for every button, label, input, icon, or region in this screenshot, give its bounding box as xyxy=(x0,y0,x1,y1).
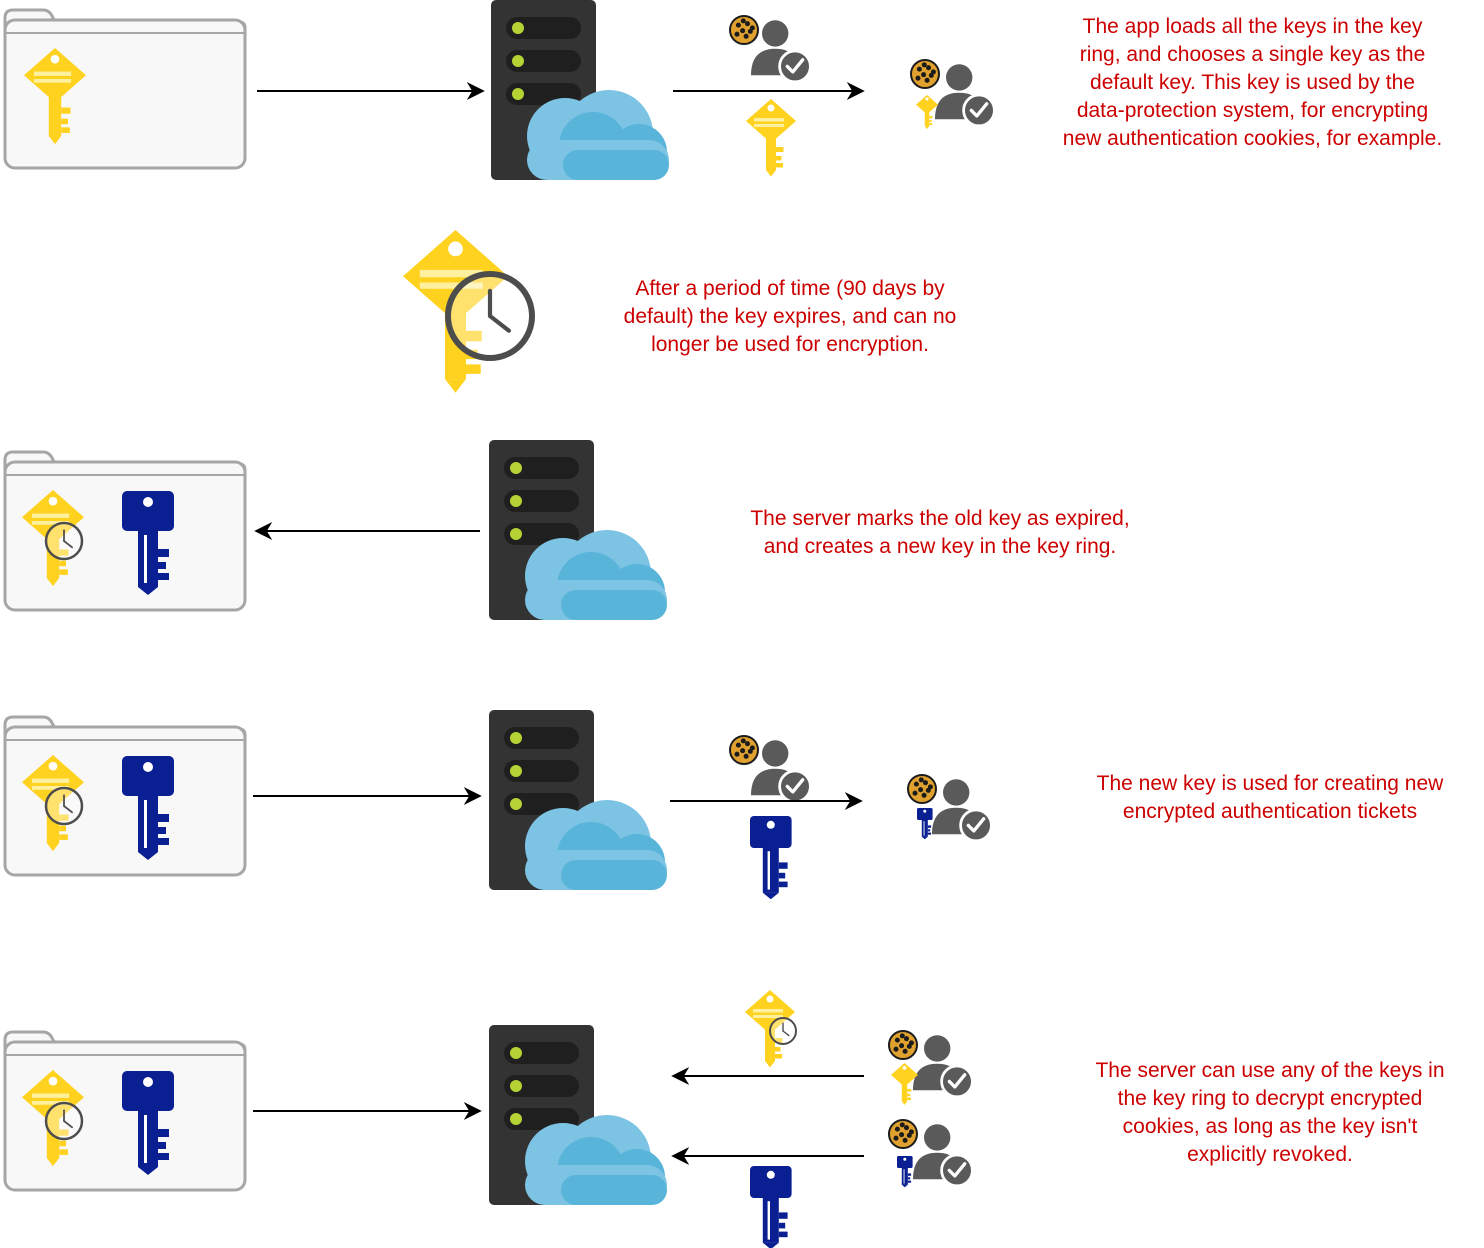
key-icon xyxy=(750,1166,792,1248)
cloud-icon xyxy=(525,530,667,620)
annotation-step4: The new key is used for creating new enc… xyxy=(1096,772,1444,823)
cookie-icon xyxy=(907,774,937,804)
user-check-icon xyxy=(913,1035,974,1099)
clock-icon xyxy=(44,521,84,561)
cookie-icon xyxy=(729,735,759,765)
clock-icon xyxy=(769,1017,797,1045)
key-icon xyxy=(24,48,86,145)
annotation-step3: The server marks the old key as expired,… xyxy=(750,507,1130,558)
key-icon xyxy=(746,99,796,177)
server-slot xyxy=(506,17,581,39)
server-led xyxy=(510,732,522,744)
annotation-step5: The server can use any of the keys in th… xyxy=(1095,1059,1445,1166)
key-icon xyxy=(897,1156,913,1188)
folder-icon xyxy=(3,450,247,612)
server-slot xyxy=(506,50,581,72)
key-icon xyxy=(917,808,933,840)
cookie-icon xyxy=(888,1030,918,1060)
key-icon xyxy=(122,756,174,860)
server-led xyxy=(510,1047,522,1059)
server-led xyxy=(510,798,522,810)
server-slot xyxy=(504,760,579,782)
user-check-icon xyxy=(935,64,996,128)
server-led xyxy=(512,55,524,67)
key-icon xyxy=(916,95,938,130)
annotation-step2: After a period of time (90 days by defau… xyxy=(623,277,957,356)
user-check-icon xyxy=(913,1124,974,1188)
server-led xyxy=(510,462,522,474)
user-check-icon xyxy=(932,779,993,843)
server-led xyxy=(510,1080,522,1092)
key-icon xyxy=(750,816,792,900)
server-slot xyxy=(504,1042,579,1064)
key-icon xyxy=(122,1071,174,1175)
server-slot xyxy=(504,490,579,512)
clock-icon xyxy=(44,1101,84,1141)
server-led xyxy=(512,88,524,100)
clock-icon xyxy=(445,271,535,361)
server-led xyxy=(510,765,522,777)
server-led xyxy=(510,495,522,507)
cookie-icon xyxy=(888,1119,918,1149)
server-led xyxy=(510,528,522,540)
server-led xyxy=(512,22,524,34)
cookie-icon xyxy=(729,15,759,45)
server-slot xyxy=(504,457,579,479)
cloud-icon xyxy=(525,1115,667,1205)
annotation-step1: The app loads all the keys in the key ri… xyxy=(1062,15,1443,150)
user-check-icon xyxy=(751,20,812,84)
server-led xyxy=(510,1113,522,1125)
server-slot xyxy=(504,727,579,749)
cookie-icon xyxy=(910,59,940,89)
clock-icon xyxy=(44,786,84,826)
user-check-icon xyxy=(751,740,812,804)
server-slot xyxy=(504,1075,579,1097)
cloud-icon xyxy=(527,90,669,180)
key-icon xyxy=(122,491,174,595)
cloud-icon xyxy=(525,800,667,890)
